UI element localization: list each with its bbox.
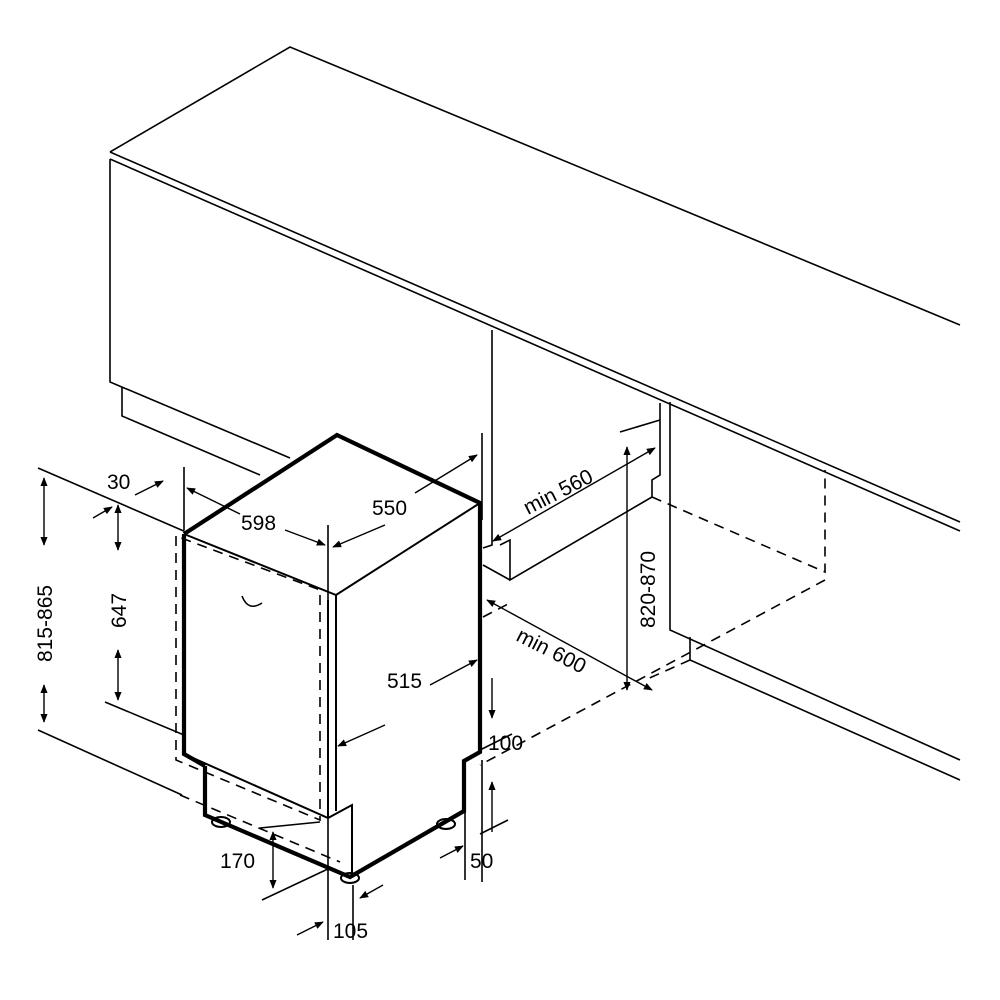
niche-floor-outline [179, 470, 826, 863]
label-plinth-depth-right: 50 [470, 850, 493, 873]
countertop [109, 46, 961, 532]
door-handle-icon [241, 595, 263, 608]
label-door-height: 647 [108, 593, 131, 628]
label-body-depth: 515 [387, 670, 422, 693]
dimension-lines [37, 419, 661, 940]
label-plinth-height-right: 100 [488, 732, 523, 755]
label-plinth-depth-front: 105 [333, 920, 368, 943]
label-side-gap: 30 [107, 471, 130, 494]
label-depth: 550 [372, 497, 407, 520]
middle-cabinet [482, 330, 661, 582]
label-niche-depth: min 600 [513, 624, 590, 678]
label-plinth-height-front: 170 [220, 850, 255, 873]
dishwasher-body [175, 432, 483, 880]
left-cabinet [109, 159, 291, 476]
label-width: 598 [241, 512, 276, 535]
label-niche-height: 820-870 [637, 551, 660, 628]
dimension-labels: 30 598 550 min 560 820-870 min 600 647 8… [34, 465, 660, 943]
dishwasher-feet [211, 816, 456, 884]
label-overall-height: 815-865 [34, 585, 57, 662]
label-niche-width: min 560 [520, 465, 597, 519]
